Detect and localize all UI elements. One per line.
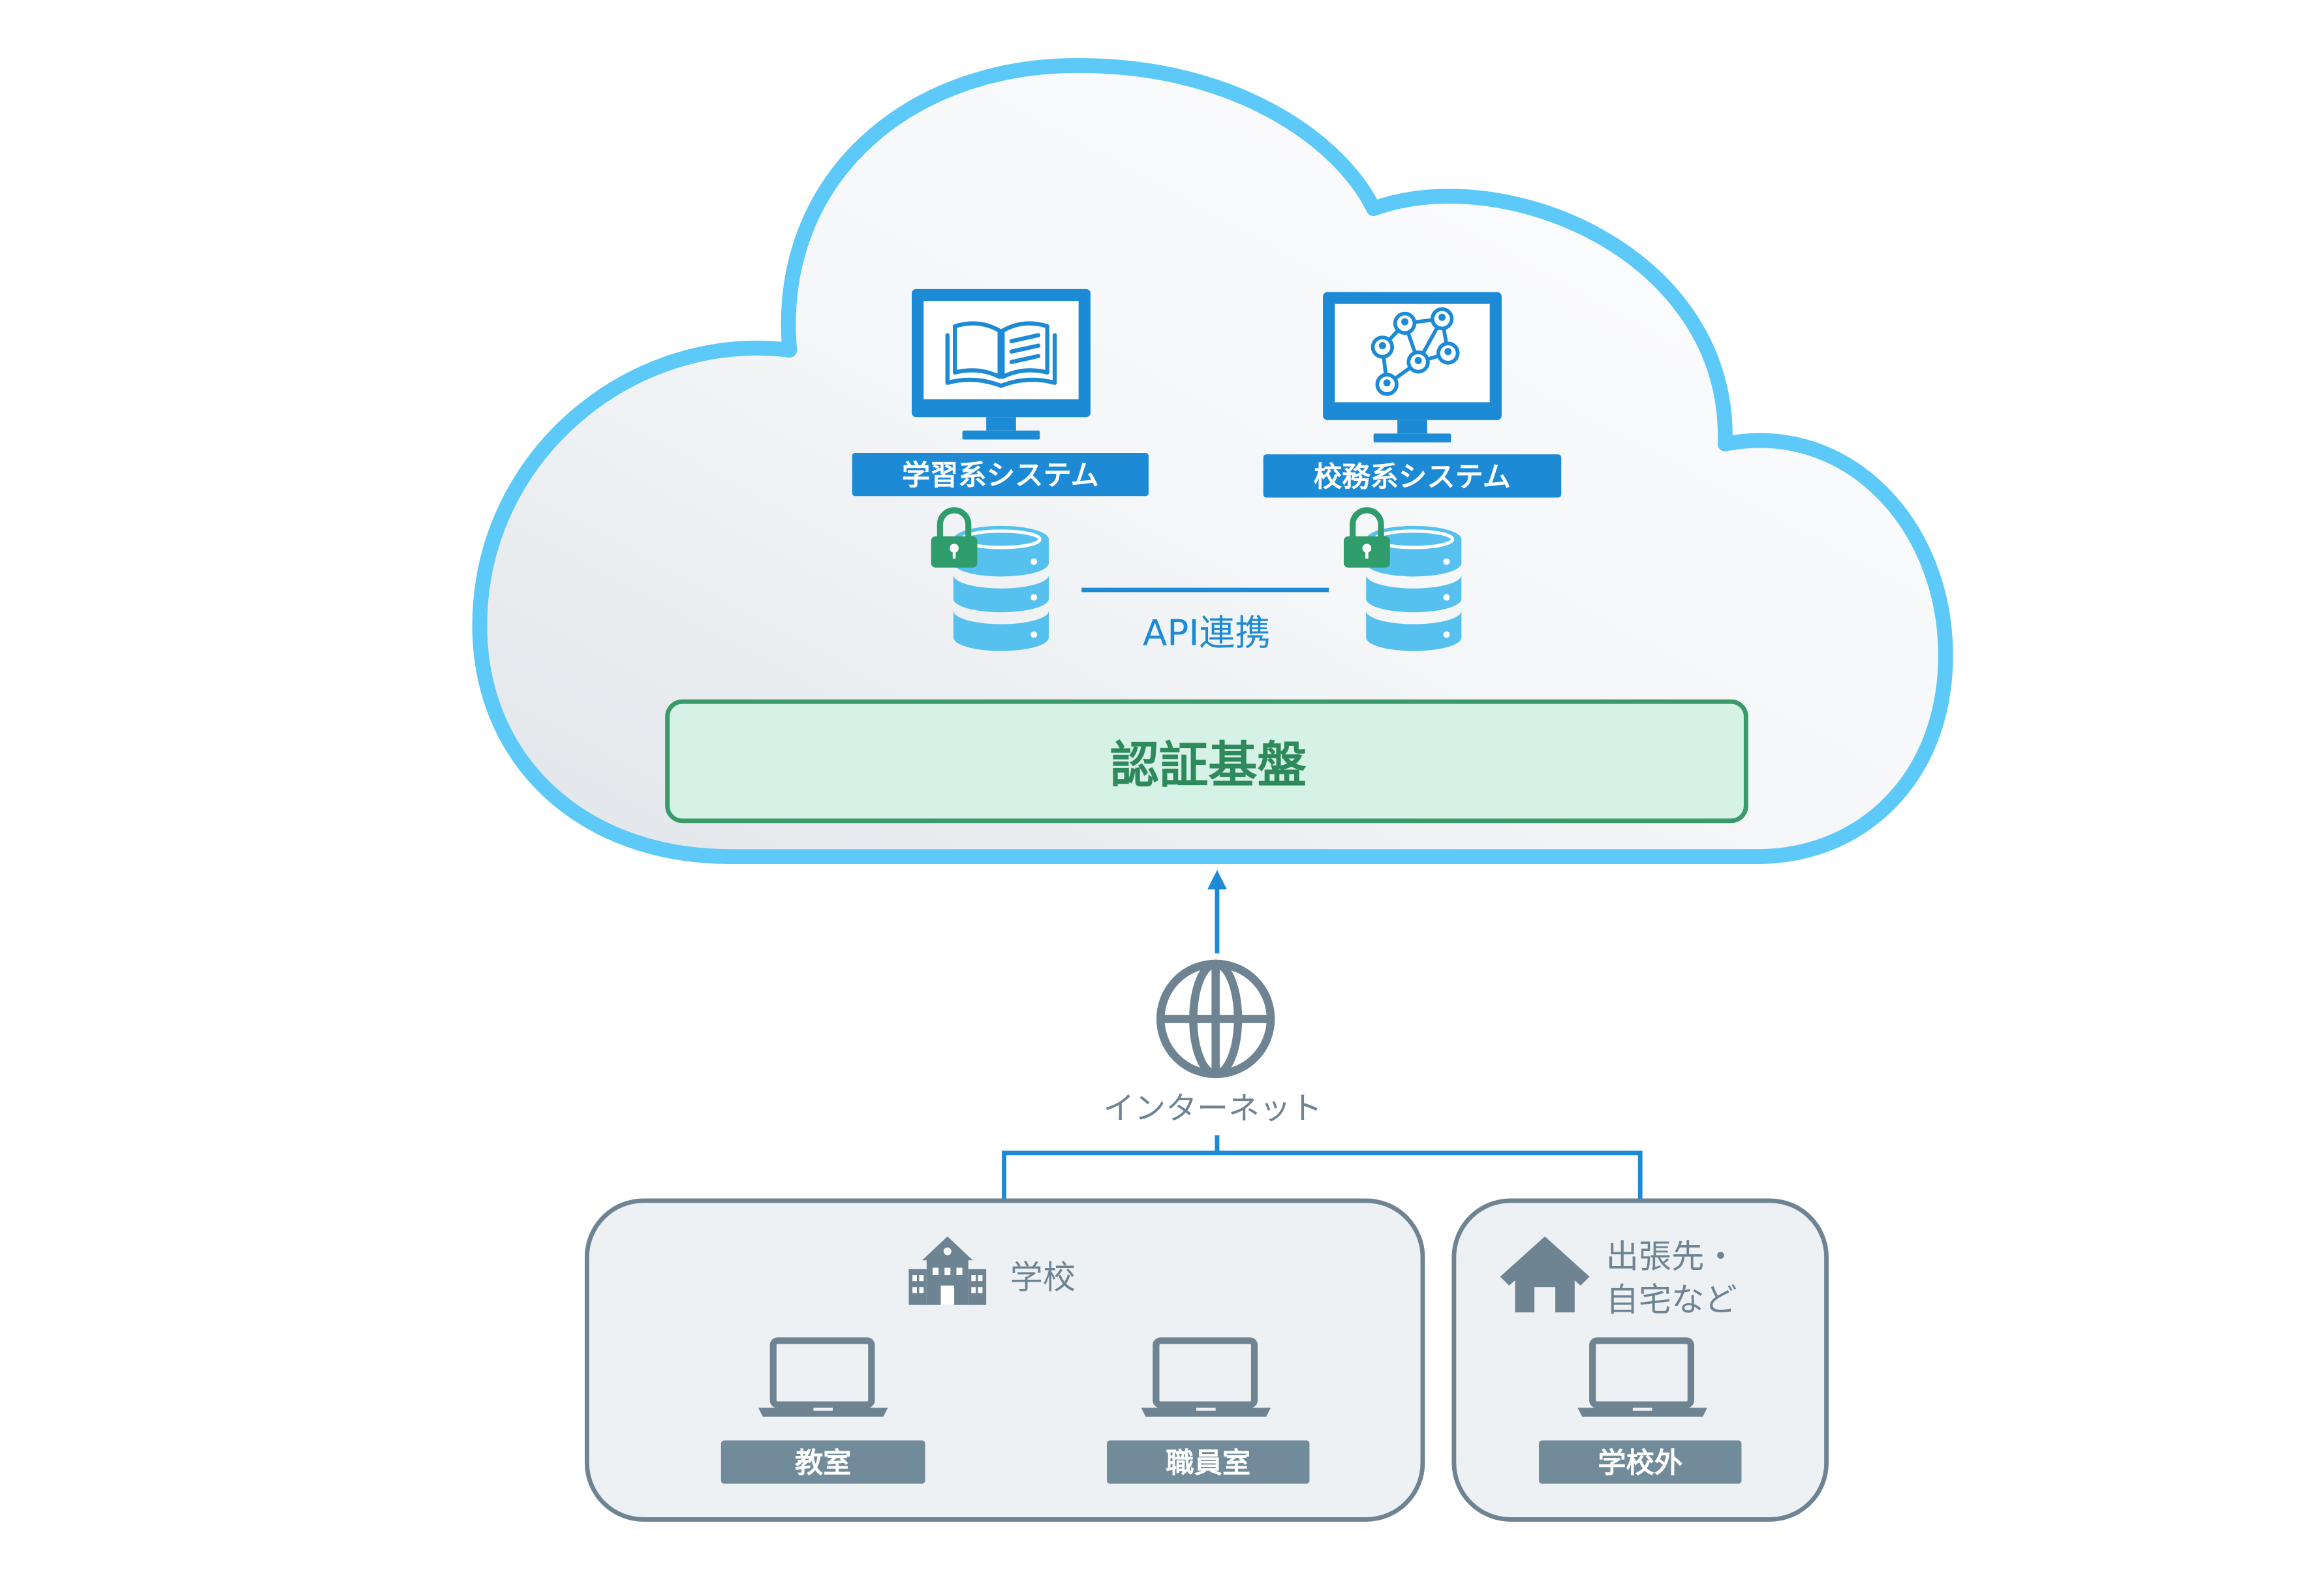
classroom-label: 教室 xyxy=(795,1447,852,1479)
outside-title-line-2: 自宅など xyxy=(1606,1280,1737,1319)
database-icon xyxy=(953,525,1049,651)
admin-system-label: 校務系システム xyxy=(1314,461,1511,493)
cloud-icon xyxy=(472,58,1953,865)
outside-panel: 出張先・ 自宅など 学校外 xyxy=(1451,1198,1829,1522)
laptop-icon xyxy=(1141,1337,1271,1417)
network-connector xyxy=(1002,1135,1643,1201)
outside-school-label-bar xyxy=(1539,1440,1742,1484)
admin-system: 校務系システム xyxy=(1263,292,1562,498)
api-link-label: API連携 xyxy=(1143,611,1271,653)
learning-system-label: 学習系システム xyxy=(902,459,1099,492)
book-icon xyxy=(945,321,1057,388)
network-icon xyxy=(1371,307,1460,396)
outside-school-label: 学校外 xyxy=(1598,1447,1682,1479)
cloud-region: 学習系システム xyxy=(472,58,1953,865)
school-title: 学校 xyxy=(1010,1258,1076,1297)
auth-platform-label: 認証基盤 xyxy=(1110,736,1307,794)
upload-arrow-icon xyxy=(1207,870,1227,953)
admin-system-label-bar xyxy=(1263,454,1562,498)
laptop-icon xyxy=(758,1337,888,1417)
database-icon xyxy=(1366,525,1462,651)
learning-system: 学習系システム xyxy=(852,288,1149,497)
school-panel: 学校 教室 職員室 xyxy=(584,1198,1425,1522)
house-icon xyxy=(1500,1236,1590,1313)
staff-room-label-bar xyxy=(1107,1440,1310,1484)
outside-title-line-1: 出張先・ xyxy=(1606,1237,1737,1276)
auth-platform-box xyxy=(665,699,1748,824)
school-building-icon xyxy=(908,1236,987,1305)
lock-icon xyxy=(931,507,978,568)
internet-node: インターネット xyxy=(1103,959,1322,1126)
classroom-label-bar xyxy=(720,1440,925,1484)
staff-room-label: 職員室 xyxy=(1166,1447,1250,1479)
laptop-icon xyxy=(1577,1337,1707,1417)
globe-icon xyxy=(1156,959,1275,1079)
lock-icon xyxy=(1343,507,1390,568)
internet-label: インターネット xyxy=(1103,1090,1322,1126)
learning-system-label-bar xyxy=(852,452,1149,497)
